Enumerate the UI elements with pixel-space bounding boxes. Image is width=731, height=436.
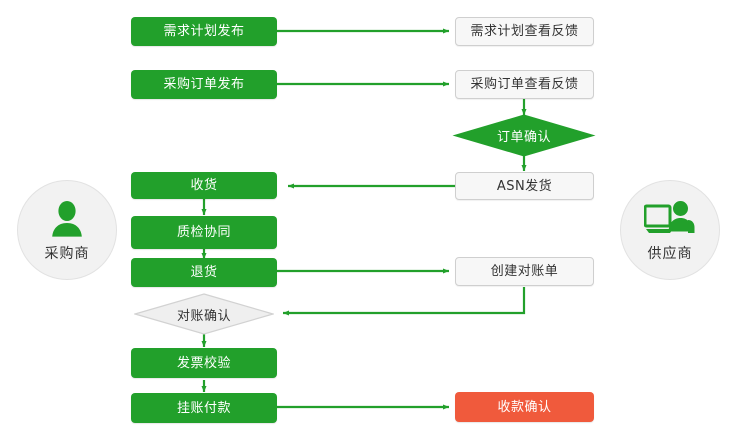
node-receive-goods[interactable]: 收货 — [131, 172, 277, 199]
node-invoice-check[interactable]: 发票校验 — [131, 348, 277, 378]
person-at-computer-icon — [643, 200, 696, 246]
node-label: 质检协同 — [176, 225, 231, 240]
actor-buyer-label: 采购商 — [44, 245, 90, 262]
node-asn-shipment[interactable]: ASN发货 — [455, 172, 594, 200]
node-statement-confirm[interactable]: 对账确认 — [132, 293, 276, 335]
node-demand-plan-publish[interactable]: 需求计划发布 — [131, 17, 277, 46]
node-quality-collab[interactable]: 质检协同 — [131, 216, 277, 249]
node-label: 挂账付款 — [176, 400, 231, 416]
actor-supplier-label: 供应商 — [647, 245, 693, 262]
node-po-feedback[interactable]: 采购订单查看反馈 — [455, 70, 594, 99]
node-create-statement[interactable]: 创建对账单 — [455, 257, 594, 286]
actor-buyer[interactable]: 采购商 — [17, 180, 117, 280]
node-label: 需求计划发布 — [163, 24, 245, 39]
node-label: 退货 — [190, 265, 218, 280]
edge-statement-to-confirm — [282, 287, 526, 316]
node-payable-payment[interactable]: 挂账付款 — [131, 393, 277, 423]
node-return-goods[interactable]: 退货 — [131, 258, 277, 287]
person-icon — [47, 200, 87, 246]
node-label: 需求计划查看反馈 — [470, 24, 579, 39]
node-label: ASN发货 — [496, 178, 553, 194]
node-label: 对账确认 — [176, 308, 231, 324]
diamond-shape — [452, 114, 596, 157]
node-demand-plan-feedback[interactable]: 需求计划查看反馈 — [455, 17, 594, 46]
actor-supplier[interactable]: 供应商 — [620, 180, 720, 280]
node-label: 采购订单发布 — [163, 77, 245, 92]
node-receipt-confirm[interactable]: 收款确认 — [455, 392, 594, 422]
node-label: 创建对账单 — [490, 264, 559, 279]
node-label: 收款确认 — [497, 399, 552, 415]
node-label: 收货 — [190, 178, 218, 193]
node-label: 发票校验 — [176, 355, 231, 371]
node-label: 采购订单查看反馈 — [470, 77, 579, 92]
node-label: 订单确认 — [496, 130, 551, 145]
node-po-publish[interactable]: 采购订单发布 — [131, 70, 277, 99]
node-order-confirm[interactable]: 订单确认 — [452, 114, 596, 157]
